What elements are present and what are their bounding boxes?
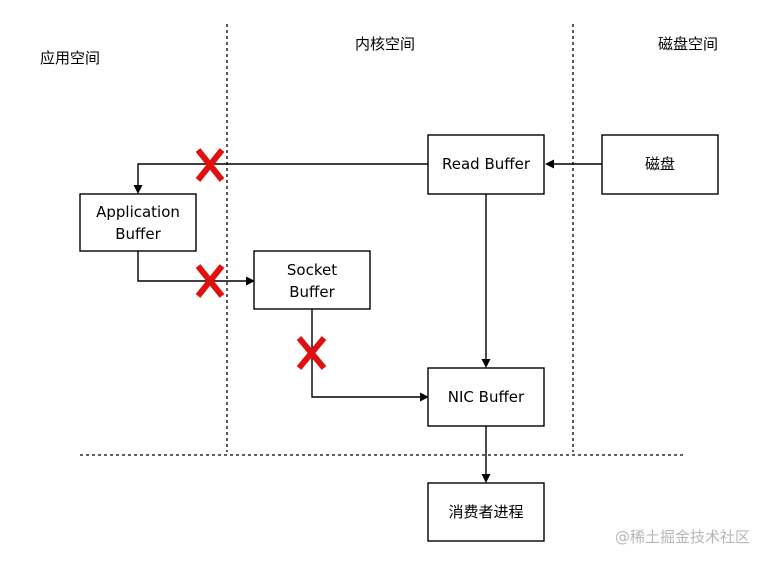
application-buffer-box [79, 193, 197, 252]
disk-space-label: 磁盘空间 [658, 35, 718, 53]
read-buffer-box [427, 134, 545, 195]
kernel-space-label: 内核空间 [355, 35, 415, 53]
nic-buffer-node: NIC Buffer [427, 367, 545, 427]
read-buffer-node: Read Buffer [427, 134, 545, 195]
nic-buffer-label: NIC Buffer [448, 388, 525, 406]
disk-label: 磁盘 [645, 155, 675, 173]
consumer-process-label: 消费者进程 [448, 503, 523, 521]
socket-buffer-label-line2: Buffer [289, 283, 335, 301]
socket-to-nic-arrowhead [420, 392, 429, 402]
socket-buffer-node: Socket Buffer [253, 250, 371, 310]
read-to-nic-arrowhead [481, 359, 491, 368]
watermark-text: @稀土掘金技术社区 [615, 528, 750, 546]
x-mark-read-to-application [195, 148, 225, 182]
socket-buffer-label-line1: Socket [287, 261, 337, 279]
app-space-label: 应用空间 [40, 49, 100, 67]
socket-to-nic-line [311, 309, 421, 398]
read-to-application-arrowhead [133, 185, 143, 194]
x-mark-application-to-socket [195, 264, 225, 298]
disk-node: 磁盘 [601, 134, 719, 195]
read-buffer-label: Read Buffer [442, 155, 531, 173]
disk-box [601, 134, 719, 195]
disk-to-read-buffer-arrowhead [545, 159, 554, 169]
nic-buffer-box [427, 367, 545, 427]
consumer-process-node: 消费者进程 [427, 482, 545, 542]
read-to-application-line [137, 163, 428, 186]
socket-buffer-box [253, 250, 371, 310]
application-buffer-node: Application Buffer [79, 193, 197, 252]
application-to-socket-line [137, 251, 247, 282]
application-buffer-label-line2: Buffer [115, 225, 161, 243]
application-buffer-label-line1: Application [96, 203, 180, 221]
application-to-socket-arrowhead [246, 276, 255, 286]
x-mark-socket-to-nic [296, 336, 327, 370]
nic-to-consumer-arrowhead [481, 474, 491, 483]
consumer-process-box [427, 482, 545, 542]
